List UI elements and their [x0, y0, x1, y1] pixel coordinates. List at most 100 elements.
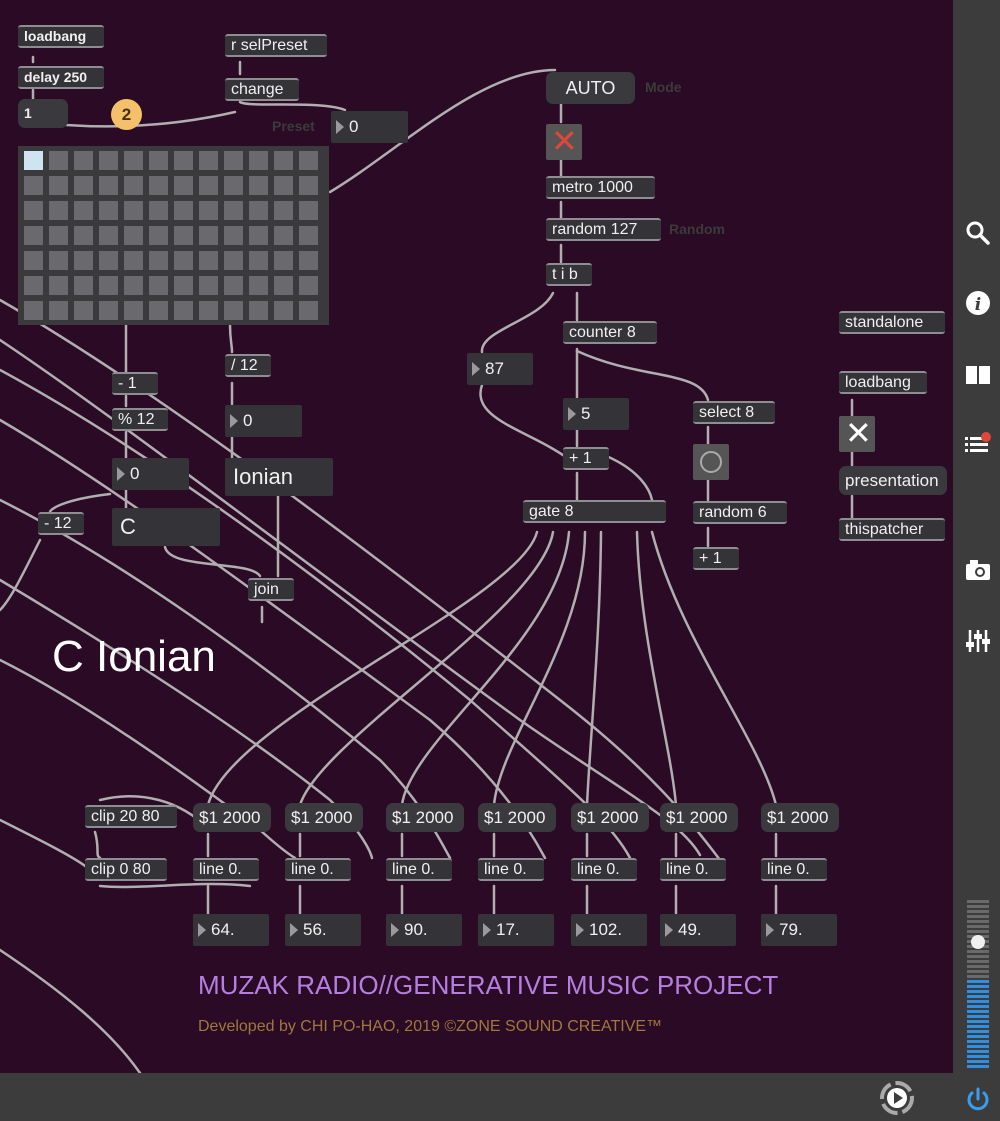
matrix-cell[interactable]	[299, 226, 318, 245]
book-icon[interactable]	[965, 362, 991, 388]
matrix-cell[interactable]	[99, 226, 118, 245]
matrix-cell[interactable]	[149, 226, 168, 245]
metro-object[interactable]: metro 1000	[546, 176, 655, 199]
matrix-cell[interactable]	[249, 201, 268, 220]
matrix-cell[interactable]	[74, 176, 93, 195]
line-object[interactable]: line 0.	[571, 858, 637, 881]
bang-button[interactable]	[693, 444, 729, 480]
message-one[interactable]: 1	[18, 99, 68, 128]
matrix-cell[interactable]	[24, 151, 43, 170]
select8-object[interactable]: select 8	[693, 401, 775, 424]
plus1b-object[interactable]: + 1	[693, 547, 739, 570]
ramp-message[interactable]: $1 2000	[285, 803, 363, 832]
standalone-object[interactable]: standalone	[839, 311, 945, 334]
number-5[interactable]: 5	[563, 398, 629, 430]
voice-value-number[interactable]: 56.	[285, 914, 361, 946]
note-menu[interactable]: C	[112, 508, 220, 546]
matrix-cell[interactable]	[149, 201, 168, 220]
matrix-cell[interactable]	[99, 301, 118, 320]
matrix-cell[interactable]	[224, 301, 243, 320]
volume-meter[interactable]	[963, 900, 993, 1070]
matrix-cell[interactable]	[274, 201, 293, 220]
voice-value-number[interactable]: 64.	[193, 914, 269, 946]
line-object[interactable]: line 0.	[761, 858, 827, 881]
matrix-cell[interactable]	[24, 226, 43, 245]
matrix-cell[interactable]	[124, 251, 143, 270]
clip080-object[interactable]: clip 0 80	[85, 858, 167, 881]
matrix-cell[interactable]	[249, 151, 268, 170]
matrix-cell[interactable]	[199, 151, 218, 170]
mixer-icon[interactable]	[965, 628, 991, 654]
matrix-cell[interactable]	[224, 251, 243, 270]
matrix-cell[interactable]	[24, 201, 43, 220]
presentation-toggle[interactable]: ✕	[839, 415, 875, 452]
matrix-cell[interactable]	[124, 301, 143, 320]
matrix-cell[interactable]	[99, 151, 118, 170]
matrix-cell[interactable]	[74, 151, 93, 170]
matrix-cell[interactable]	[49, 151, 68, 170]
thispatcher-object[interactable]: thispatcher	[839, 518, 945, 541]
matrix-cell[interactable]	[224, 276, 243, 295]
matrix-cell[interactable]	[274, 251, 293, 270]
matrix-cell[interactable]	[299, 276, 318, 295]
power-icon[interactable]	[965, 1086, 991, 1112]
random6-object[interactable]: random 6	[693, 501, 787, 524]
voice-value-number[interactable]: 49.	[660, 914, 736, 946]
matrix-cell[interactable]	[49, 176, 68, 195]
matrix-cell[interactable]	[174, 176, 193, 195]
matrix-cell[interactable]	[224, 201, 243, 220]
matrix-cell[interactable]	[249, 226, 268, 245]
loadbang2-object[interactable]: loadbang	[839, 371, 927, 394]
matrix-cell[interactable]	[24, 301, 43, 320]
voice-value-number[interactable]: 90.	[386, 914, 462, 946]
number-0b[interactable]: 0	[225, 405, 302, 437]
matrix-cell[interactable]	[149, 251, 168, 270]
info-icon[interactable]: i	[965, 290, 991, 316]
matrix-cell[interactable]	[49, 226, 68, 245]
matrix-cell[interactable]	[174, 201, 193, 220]
matrix-cell[interactable]	[174, 276, 193, 295]
matrix-cell[interactable]	[299, 176, 318, 195]
matrix-cell[interactable]	[49, 201, 68, 220]
matrix-cell[interactable]	[299, 151, 318, 170]
matrix-cell[interactable]	[74, 226, 93, 245]
line-object[interactable]: line 0.	[660, 858, 726, 881]
matrix-cell[interactable]	[249, 251, 268, 270]
matrix-cell[interactable]	[124, 226, 143, 245]
matrix-cell[interactable]	[74, 201, 93, 220]
matrix-cell[interactable]	[74, 251, 93, 270]
gate8-object[interactable]: gate 8	[523, 500, 666, 523]
auto-toggle[interactable]: ✕	[546, 123, 582, 160]
matrix-cell[interactable]	[149, 176, 168, 195]
matrix-cell[interactable]	[299, 301, 318, 320]
matrix-cell[interactable]	[249, 301, 268, 320]
matrix-cell[interactable]	[199, 176, 218, 195]
loadbang-object[interactable]: loadbang	[18, 25, 104, 48]
matrix-cell[interactable]	[174, 151, 193, 170]
matrix-cell[interactable]	[199, 251, 218, 270]
volume-slider-knob[interactable]	[971, 935, 985, 949]
voice-value-number[interactable]: 102.	[571, 914, 647, 946]
matrix-cell[interactable]	[224, 176, 243, 195]
receive-selpreset-object[interactable]: r selPreset	[225, 34, 327, 57]
matrix-cell[interactable]	[274, 276, 293, 295]
matrix-cell[interactable]	[149, 301, 168, 320]
minus1-object[interactable]: - 1	[112, 372, 158, 395]
clip2080-object[interactable]: clip 20 80	[85, 805, 177, 828]
matrix-cell[interactable]	[199, 276, 218, 295]
number-87[interactable]: 87	[467, 353, 533, 385]
ramp-message[interactable]: $1 2000	[478, 803, 556, 832]
voice-value-number[interactable]: 17.	[478, 914, 554, 946]
matrix-cell[interactable]	[249, 176, 268, 195]
matrix-cell[interactable]	[299, 251, 318, 270]
matrix-cell[interactable]	[149, 276, 168, 295]
matrix-cell[interactable]	[24, 276, 43, 295]
ramp-message[interactable]: $1 2000	[386, 803, 464, 832]
matrix-cell[interactable]	[124, 151, 143, 170]
preset-number[interactable]: 0	[331, 111, 408, 143]
line-object[interactable]: line 0.	[285, 858, 351, 881]
ramp-message[interactable]: $1 2000	[193, 803, 271, 832]
matrix-cell[interactable]	[174, 226, 193, 245]
auto-mode-button[interactable]: AUTO	[546, 72, 635, 104]
trigger-object[interactable]: t i b	[546, 263, 592, 286]
